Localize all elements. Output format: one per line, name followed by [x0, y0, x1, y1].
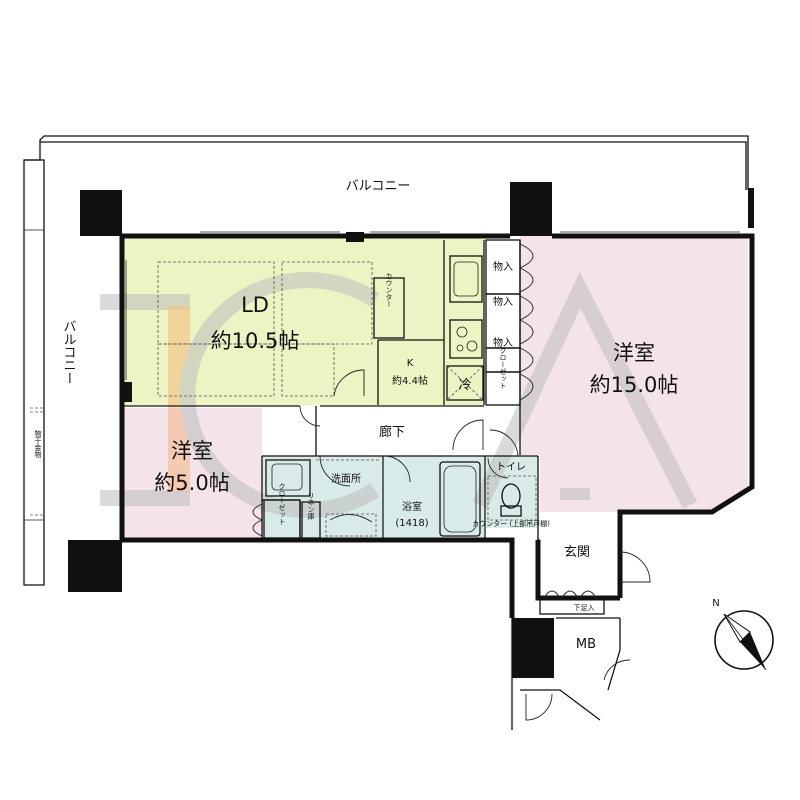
column: [68, 540, 122, 592]
ld-name: LD: [241, 293, 269, 317]
balcony-outline: [23, 135, 749, 586]
entrance-label: 玄関: [564, 545, 590, 560]
column: [512, 618, 554, 678]
balcony-left-label: バルコニー: [61, 320, 77, 385]
hallway-label: 廊下: [379, 424, 405, 440]
linen-label: リネン庫: [307, 492, 315, 521]
storage-label-2: 物入: [493, 295, 513, 308]
ld-furnishing: [157, 255, 484, 401]
closet-kitchen-label: クローゼット: [499, 347, 507, 389]
columns: [68, 182, 754, 678]
storage-label-3: 物入: [493, 336, 513, 349]
k-name: K: [407, 358, 414, 369]
bath-name: 浴室: [402, 500, 422, 513]
washroom-fill: [262, 456, 382, 540]
bath-fill: [384, 456, 484, 540]
east-room-name: 洋室: [613, 341, 655, 365]
counter-label: カウンター: [385, 273, 393, 308]
bath-size: (1418): [395, 518, 428, 529]
labels: バルコニー バルコニー 物干金物 LD 約10.5帖 カウンター K 約4.4帖…: [34, 179, 720, 652]
column: [510, 182, 552, 236]
windows: [125, 231, 740, 380]
north-compass: [714, 610, 774, 671]
west-room-size: 約5.0帖: [154, 471, 229, 495]
north-label: N: [712, 598, 719, 609]
toilet-label: トイレ: [496, 462, 526, 473]
balcony-fitting-label: 物干金物: [34, 429, 42, 459]
entrance-area: [511, 590, 631, 730]
washroom-label: 洗面所: [331, 473, 361, 485]
mb-label: MB: [576, 637, 596, 652]
wet-fixtures: [265, 459, 537, 537]
balcony-top-label: バルコニー: [346, 179, 411, 194]
fridge-label: 冷: [458, 378, 471, 393]
storage: [252, 239, 534, 539]
toilet-counter-label: カウンター (上部吊戸棚): [472, 519, 550, 528]
column: [80, 190, 122, 236]
ld-size: 約10.5帖: [211, 329, 300, 353]
closet-west-label: クローゼット: [278, 483, 286, 525]
walls: [119, 233, 755, 618]
doors: [299, 405, 651, 583]
shoe-storage-label: 下足入: [574, 604, 595, 612]
east-room-size: 約15.0帖: [590, 373, 679, 397]
west-room-name: 洋室: [171, 439, 213, 463]
k-size: 約4.4帖: [392, 374, 428, 387]
storage-label-1: 物入: [493, 260, 513, 273]
west-room-fill: [122, 408, 262, 540]
